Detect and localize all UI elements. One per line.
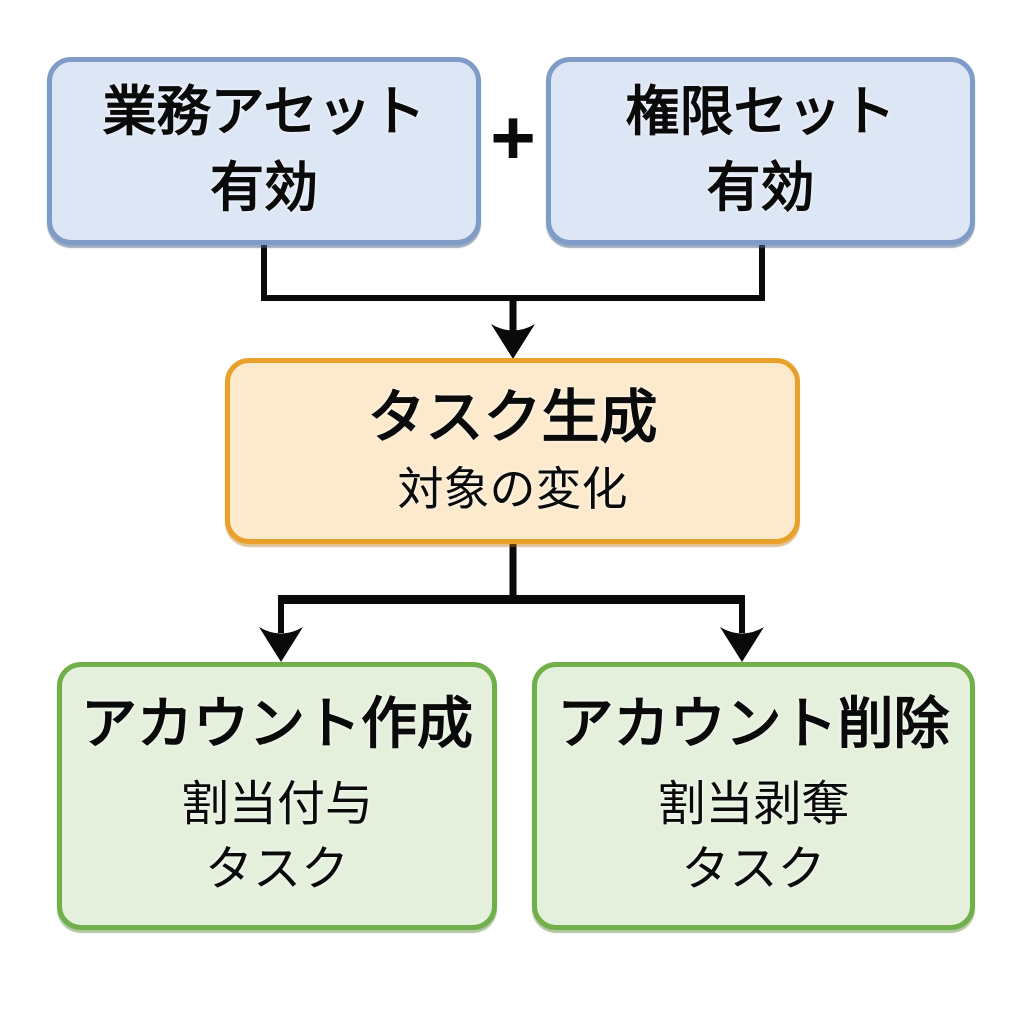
arrow-to-account-delete-head xyxy=(720,627,764,662)
node-account-create-subtitle-line1: 割当付与 xyxy=(180,778,373,832)
split-connector-line xyxy=(278,595,745,633)
node-business-asset-subtitle: 有効 xyxy=(210,158,318,218)
node-account-create-subtitle-line2: タスク xyxy=(204,843,349,896)
node-task-generation-subtitle: 対象の変化 xyxy=(397,463,628,516)
node-permission-set: 権限セット 有効 xyxy=(546,57,975,245)
node-business-asset: 業務アセット 有効 xyxy=(47,57,481,245)
node-account-delete-subtitle-line1: 割当剥奪 xyxy=(657,778,850,832)
arrow-to-account-create-head xyxy=(259,627,303,662)
node-account-delete-title: アカウント削除 xyxy=(557,692,950,756)
node-task-generation: タスク生成 対象の変化 xyxy=(225,358,800,544)
node-account-create-title: アカウント作成 xyxy=(81,692,473,756)
arrow-to-task-generation-head xyxy=(491,324,535,359)
node-permission-set-title: 権限セット xyxy=(625,82,896,143)
node-business-asset-title: 業務アセット xyxy=(102,82,426,143)
node-task-generation-title: タスク生成 xyxy=(367,384,658,450)
node-account-delete-subtitle-line2: タスク xyxy=(681,843,826,896)
node-permission-set-subtitle: 有効 xyxy=(706,158,815,218)
node-account-delete: アカウント削除 割当剥奪 タスク xyxy=(532,662,975,930)
plus-operator: + xyxy=(490,92,536,181)
merge-connector-line xyxy=(261,242,765,301)
node-account-create: アカウント作成 割当付与 タスク xyxy=(57,662,497,930)
